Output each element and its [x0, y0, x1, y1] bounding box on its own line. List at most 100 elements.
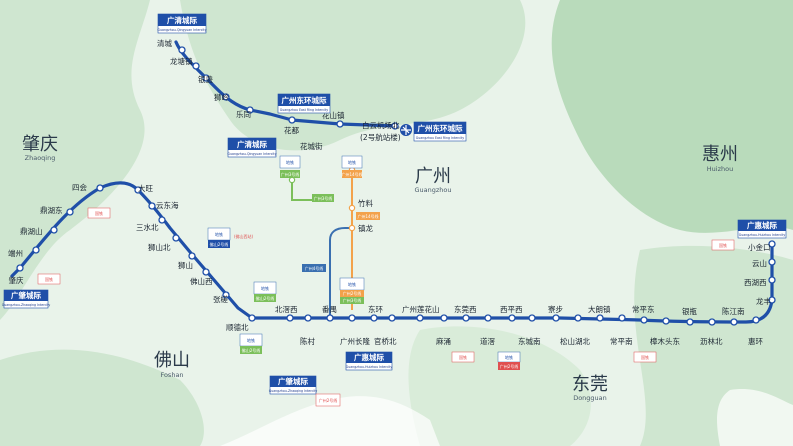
terrain-northeast: [551, 0, 793, 233]
station-label: 乐同: [236, 109, 251, 119]
station-label: 花山镇: [322, 110, 345, 120]
station-marker: [640, 316, 648, 324]
station-marker: [768, 276, 776, 284]
airport-terminal-note: (2号航站楼): [360, 132, 401, 142]
city-dongguan: 东莞 Dongguan: [572, 374, 608, 402]
transfer-tag-bg: [37, 273, 61, 285]
station-marker: [326, 314, 334, 322]
transfer-tag-bg: [302, 264, 326, 272]
station-marker: [391, 122, 399, 130]
badge-east-ring-airport-head: [414, 122, 466, 134]
badge-guangzhao-south: 广肇城际 Guangzhou-Zhaoqing Intercity: [269, 375, 317, 395]
transfer-tag-line-text: 佛山2号线: [256, 295, 275, 301]
transfer-tag-text: 国铁: [459, 354, 467, 360]
station-marker: [574, 314, 582, 322]
transfer-tag-text: 广州4号线: [305, 265, 324, 271]
station-marker: [96, 184, 104, 192]
station-label: 东环: [368, 304, 383, 314]
transfer-tag-note: (佛山西站): [234, 233, 254, 239]
transfer-tag-huachengjie: 地铁 广州3号线: [279, 155, 301, 178]
badge-guanghui-west: 广惠城际 Guangzhou-Huizhou Intercity: [345, 351, 393, 371]
intercity-line-guangzhao: [10, 181, 774, 324]
station-label: 佛山西: [190, 276, 213, 286]
station-marker: [662, 317, 670, 325]
badge-guanghui-east-head: [738, 220, 786, 231]
terrain-northwest: [0, 0, 150, 320]
transfer-tag-text: 地铁: [286, 159, 294, 165]
station-label: 广州长隆: [340, 336, 370, 346]
city-guangzhou-en: Guangzhou: [414, 186, 451, 194]
city-huizhou-en: Huizhou: [707, 165, 733, 173]
station-label: 鼎湖东: [40, 205, 63, 215]
transfer-tag-line: [340, 297, 364, 304]
badge-guanghui-west-title: 广惠城际: [354, 352, 384, 362]
transfer-tag-text: 国铁: [95, 210, 103, 216]
badge-east-ring-airport: 广州东环城际 Guangzhou East Ring Intercity (2号…: [360, 121, 467, 142]
station-label: 鼎湖山: [20, 226, 43, 236]
station-label: 竹料: [358, 198, 373, 208]
station-marker: [348, 224, 356, 232]
transfer-tag-line: [498, 362, 520, 370]
station-marker: [768, 296, 776, 304]
transfer-tag-text: 国铁: [719, 242, 727, 248]
transfer-tag-line-text: 广州14号线: [341, 171, 362, 177]
transfer-tag-bg: [341, 155, 363, 169]
station-label: 云东海: [156, 200, 179, 210]
transfer-tag-panyu-south: 广州2号线: [315, 393, 341, 407]
station-label: 银盏: [198, 74, 213, 84]
transfer-tag-panyu: 地铁 广州2号线 广州3号线: [339, 277, 365, 304]
transfer-tag-text: 广州2号线: [319, 397, 338, 403]
station-marker: [686, 318, 694, 326]
transfer-tag-rail-zhaoqing: 国铁: [37, 273, 61, 285]
station-marker: [286, 314, 294, 322]
badge-guanghui-west-sub: Guangzhou-Huizhou Intercity: [346, 365, 393, 369]
metro-line-blue: [329, 227, 352, 318]
station-label: 大朗镇: [588, 304, 611, 314]
badge-guanghui-east-title: 广惠城际: [747, 220, 777, 230]
station-marker: [440, 314, 448, 322]
station-label: 顺德北: [226, 322, 249, 332]
station-label: 张槎: [213, 294, 228, 304]
station-marker: [768, 258, 776, 266]
transfer-tag-dongguan-metro: 地铁 广州2号线: [497, 351, 521, 370]
station-label: 端州: [8, 248, 23, 258]
badge-east-ring-north-sub: Guangzhou East Ring Intercity: [280, 108, 329, 112]
station-label: 东莞西: [454, 304, 477, 314]
badge-east-ring-airport-sub: Guangzhou East Ring Intercity: [416, 136, 465, 140]
water-lake: [717, 388, 793, 446]
badge-east-ring-north: 广州东环城际 Guangzhou East Ring Intercity: [277, 93, 331, 114]
station-label: 狮山: [178, 260, 193, 270]
transfer-tag-line: [342, 170, 362, 178]
city-zhaoqing-en: Zhaoqing: [25, 154, 56, 162]
station-marker: [288, 176, 296, 184]
station-label: 番禺: [322, 304, 337, 314]
station-marker: [768, 240, 776, 248]
station-label: 惠环: [748, 336, 763, 346]
transfer-tag-bg: [711, 239, 735, 251]
badge-guanghui-east: 广惠城际 Guangzhou-Huizhou Intercity: [737, 219, 787, 239]
water-river: [220, 396, 440, 446]
city-dongguan-en: Dongguan: [573, 394, 607, 402]
transfer-tag-text: 地铁: [505, 354, 513, 360]
station-marker: [348, 314, 356, 322]
badge-guangqing: 广清城际 Guangzhou-Qingyuan Intercity: [158, 13, 207, 34]
station-label: 西平西: [500, 305, 523, 314]
station-label: 三水北: [136, 222, 159, 232]
badge-guangqing-south-title: 广清城际: [237, 139, 267, 149]
city-guangzhou-zh: 广州: [415, 166, 451, 187]
station-label: 沥林北: [700, 336, 723, 346]
station-label: 龙丰: [756, 296, 771, 306]
station-marker: [288, 116, 296, 124]
station-label: 北滘西: [275, 305, 298, 314]
transfer-tag-bg: [315, 393, 341, 407]
badge-guangqing-south: 广清城际 Guangzhou-Qingyuan Intercity: [228, 137, 277, 158]
station-label: 镇龙: [358, 223, 373, 233]
station-label: 西湖西: [744, 278, 767, 287]
station-label: 广州莲花山: [402, 304, 440, 314]
transfer-tag-line-text: 广州3号线: [343, 297, 362, 303]
station-marker: [222, 93, 230, 101]
station-marker: [508, 314, 516, 322]
transfer-tag-rail-dongguan: 国铁: [451, 351, 475, 363]
station-marker: [730, 318, 738, 326]
badge-guangqing-south-head: [228, 138, 276, 150]
